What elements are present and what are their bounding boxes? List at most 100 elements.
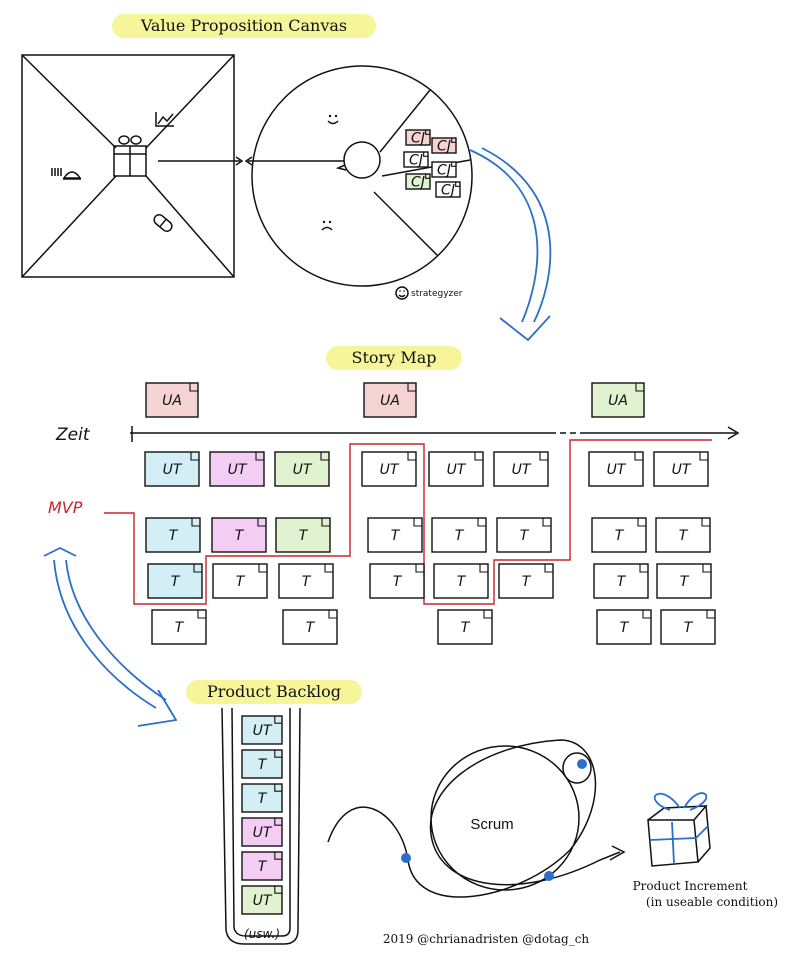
timeline-label: Zeit [55, 425, 91, 445]
svg-text:T: T [680, 574, 690, 590]
svg-text:T: T [684, 620, 694, 636]
flow-dot [544, 871, 554, 881]
svg-text:CJ: CJ [411, 131, 425, 147]
svg-text:T: T [520, 528, 530, 544]
mvp-line [104, 439, 712, 605]
timeline [130, 426, 740, 442]
svg-text:UT: UT [672, 462, 692, 478]
user-story-card: UT [209, 451, 265, 487]
value-map [21, 54, 235, 278]
task-card: T [593, 563, 649, 599]
value-map-square [21, 54, 235, 278]
svg-text:UA: UA [380, 393, 400, 409]
svg-text:UT: UT [380, 462, 400, 478]
svg-text:UT: UT [253, 893, 273, 909]
task-card: T [498, 563, 554, 599]
service-bell-icon [51, 168, 82, 180]
activity-card: UA [591, 382, 645, 418]
customer-job-sticky: CJ [403, 151, 429, 169]
vpc-title-highlight [112, 14, 376, 38]
svg-text:UT: UT [163, 462, 183, 478]
svg-text:UT: UT [228, 462, 248, 478]
svg-text:T: T [169, 528, 179, 544]
flow-arrow-to-backlog [43, 546, 178, 727]
svg-text:T: T [258, 757, 268, 773]
task-card: T [275, 517, 331, 553]
svg-text:UA: UA [608, 393, 628, 409]
customer-jobs: CJ CJ CJ CJ CJ CJ [403, 129, 461, 199]
user-story-card: UT [588, 451, 644, 487]
user-story-card: UT [653, 451, 709, 487]
task-card: T [660, 609, 716, 645]
backlog-title: Product Backlog [207, 682, 341, 701]
strategyzer-label: strategyzer [411, 289, 463, 299]
frown-icon [321, 220, 333, 231]
svg-text:T: T [236, 574, 246, 590]
user-story-card: UT [428, 451, 484, 487]
customer-head [343, 141, 381, 179]
user-story-card: UT [493, 451, 549, 487]
task-card: T [369, 563, 425, 599]
customer-job-sticky: CJ [405, 129, 431, 147]
task-card: T [278, 563, 334, 599]
pill-icon [153, 214, 173, 232]
task-card: T [431, 517, 487, 553]
task-card: T [212, 563, 268, 599]
backlog-item: UT [241, 715, 283, 745]
smile-icon [327, 114, 339, 125]
backlog-item: T [241, 749, 283, 779]
backlog-item: T [241, 783, 283, 813]
increment-line1: Product Increment [633, 879, 748, 893]
strategyzer-logo [395, 286, 409, 300]
svg-text:T: T [522, 574, 532, 590]
svg-text:T: T [306, 620, 316, 636]
svg-text:T: T [455, 528, 465, 544]
customer-job-sticky: CJ [435, 181, 461, 199]
user-story-card: UT [144, 451, 200, 487]
svg-text:T: T [620, 620, 630, 636]
customer-job-sticky: CJ [431, 161, 457, 179]
scrum-label: Scrum [470, 816, 513, 833]
task-card: T [596, 609, 652, 645]
svg-text:T: T [615, 528, 625, 544]
svg-text:CJ: CJ [411, 175, 425, 191]
svg-text:UT: UT [293, 462, 313, 478]
task-card: T [591, 517, 647, 553]
task-card: T [145, 517, 201, 553]
svg-text:T: T [679, 528, 689, 544]
svg-text:T: T [171, 574, 181, 590]
credit: 2019 @chrianadristen @dotag_ch [383, 932, 590, 946]
svg-text:T: T [617, 574, 627, 590]
scrum-cycle [327, 739, 626, 898]
vpc-title: Value Proposition Canvas [140, 16, 347, 35]
flow-dot [401, 853, 411, 863]
svg-text:T: T [391, 528, 401, 544]
svg-text:CJ: CJ [437, 163, 451, 179]
backlog-item: T [241, 851, 283, 881]
task-card: T [147, 563, 203, 599]
backlog-container [221, 707, 301, 945]
svg-text:UT: UT [447, 462, 467, 478]
task-card: T [656, 563, 712, 599]
svg-text:T: T [393, 574, 403, 590]
activity-card: UA [145, 382, 199, 418]
task-card: T [211, 517, 267, 553]
trend-chart-icon [155, 112, 174, 127]
customer-job-sticky: CJ [405, 173, 431, 191]
svg-text:T: T [175, 620, 185, 636]
flow-dot [577, 759, 587, 769]
product-increment-icon [647, 792, 711, 867]
user-story-card: UT [274, 451, 330, 487]
mvp-label: MVP [48, 498, 83, 517]
svg-text:T: T [258, 859, 268, 875]
task-card: T [282, 609, 338, 645]
svg-text:T: T [457, 574, 467, 590]
backlog-item: UT [241, 817, 283, 847]
task-card: T [655, 517, 711, 553]
flow-arrow-to-story-map [469, 147, 552, 342]
backlog-title-highlight [186, 680, 362, 704]
svg-text:CJ: CJ [437, 139, 451, 155]
svg-text:CJ: CJ [409, 153, 423, 169]
